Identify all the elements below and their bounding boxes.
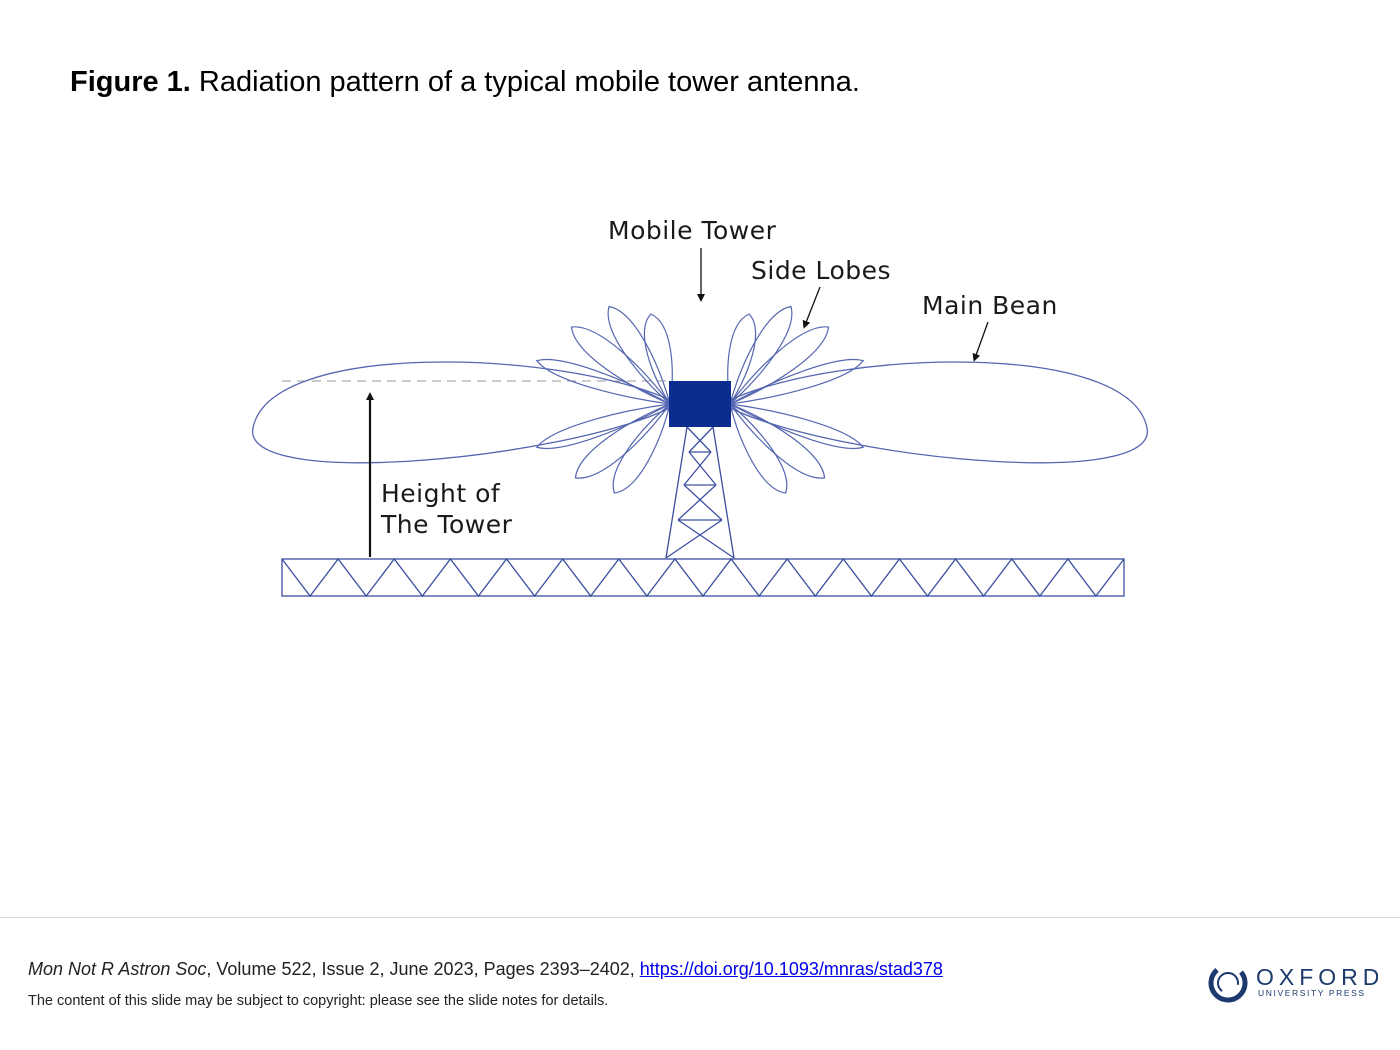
- side-lobe: [607, 305, 672, 406]
- height-label-line2: The Tower: [380, 510, 513, 539]
- lattice-tower: [665, 426, 735, 559]
- radiation-pattern-diagram: Mobile Tower Side Lobes Main Bean Height…: [252, 216, 1148, 598]
- side-lobe: [535, 359, 671, 405]
- side-lobe: [574, 402, 672, 479]
- figure-title: Figure 1. Radiation pattern of a typical…: [70, 66, 860, 99]
- main-beam-right: [729, 361, 1148, 464]
- figure-label: Figure 1.: [70, 66, 191, 98]
- side-lobe: [727, 313, 757, 406]
- side-lobe: [728, 402, 826, 479]
- citation-details: , Volume 522, Issue 2, June 2023, Pages …: [206, 959, 640, 979]
- citation: Mon Not R Astron Soc, Volume 522, Issue …: [28, 959, 943, 980]
- publisher-subtitle: UNIVERSITY PRESS: [1258, 988, 1366, 998]
- ground-truss: [281, 557, 1125, 598]
- side-lobe: [728, 305, 793, 406]
- side-lobes-pointer-arrow: [802, 286, 821, 329]
- figure-caption: Radiation pattern of a typical mobile to…: [198, 66, 860, 98]
- journal-name: Mon Not R Astron Soc: [28, 959, 207, 979]
- side-lobe: [729, 359, 865, 405]
- mobile-tower-label: Mobile Tower: [608, 216, 777, 245]
- oxford-university-press-logo[interactable]: OXFORD UNIVERSITY PRESS: [1208, 962, 1378, 1004]
- footer-divider: [0, 917, 1400, 918]
- side-lobe: [728, 326, 830, 406]
- side-lobe: [728, 402, 788, 494]
- main-beam-left: [252, 361, 671, 464]
- side-lobe: [729, 403, 865, 449]
- main-beam-label: Main Bean: [922, 291, 1058, 320]
- side-lobe: [570, 326, 672, 406]
- side-lobe: [612, 402, 672, 494]
- height-label-line1: Height of: [381, 479, 501, 508]
- side-lobes-label: Side Lobes: [751, 256, 891, 285]
- side-lobe: [643, 313, 673, 406]
- side-lobes: [535, 305, 865, 494]
- doi-link[interactable]: https://doi.org/10.1093/mnras/stad378: [639, 959, 943, 979]
- copyright-notice: The content of this slide may be subject…: [28, 993, 609, 1009]
- side-lobe: [535, 403, 671, 449]
- main-beam-pointer-arrow: [972, 321, 989, 362]
- antenna-block: [669, 381, 731, 427]
- oxford-crest-icon: [1208, 963, 1248, 1003]
- publisher-name: OXFORD: [1256, 964, 1378, 990]
- truss-zigzag: [281, 557, 1125, 598]
